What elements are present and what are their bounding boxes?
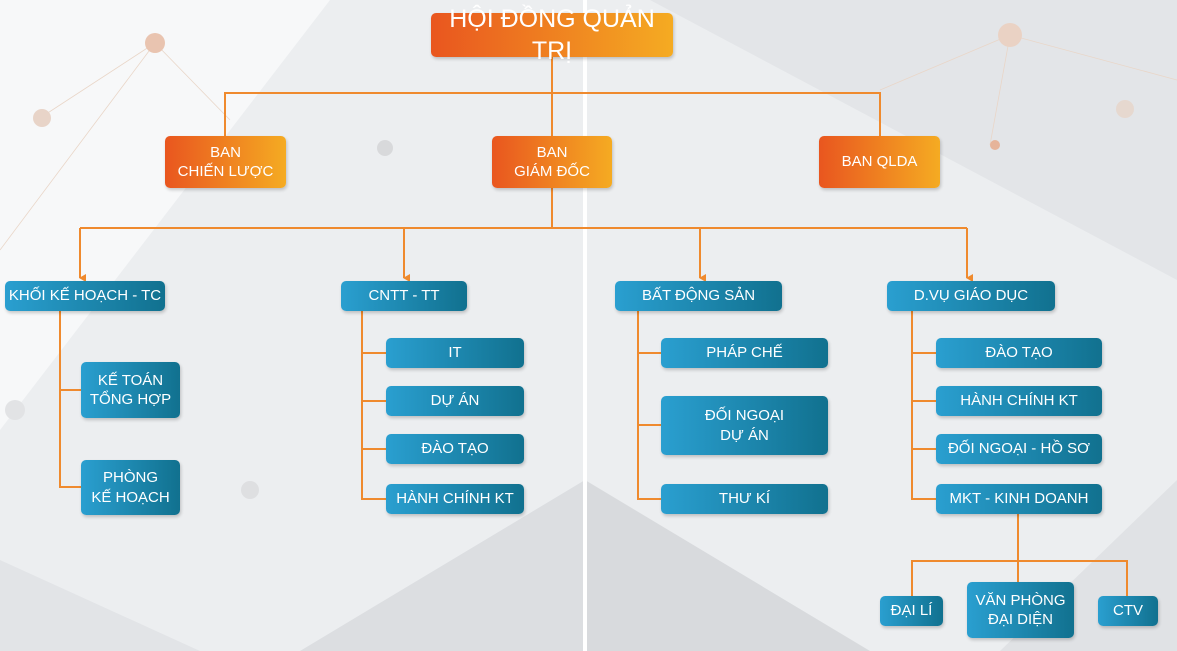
marketing-sales-box: MKT - KINH DOANH (936, 484, 1102, 514)
dept-box: DỰ ÁN (386, 386, 524, 416)
dept-box: HÀNH CHÍNH KT (936, 386, 1102, 416)
dept-box: PHÁP CHẾ (661, 338, 828, 368)
project-management-board-box: BAN QLDA (819, 136, 940, 188)
dept-box: ĐÀO TẠO (386, 434, 524, 464)
dept-box: THƯ KÍ (661, 484, 828, 514)
dept-box: HÀNH CHÍNH KT (386, 484, 524, 514)
dept-box: ĐÀO TẠO (936, 338, 1102, 368)
dept-box: PHÒNG KẾ HOẠCH (81, 460, 180, 515)
it-communications-division-box: CNTT - TT (341, 281, 467, 311)
real-estate-division-box: BẤT ĐỘNG SẢN (615, 281, 782, 311)
dept-box: IT (386, 338, 524, 368)
board-of-directors-box: HỘI ĐỒNG QUẢN TRỊ (431, 5, 673, 65)
representative-office-box: VĂN PHÒNG ĐẠI DIỆN (967, 582, 1074, 638)
dept-box: ĐỐI NGOẠI DỰ ÁN (661, 396, 828, 455)
executive-board-box: BAN GIÁM ĐỐC (492, 136, 612, 188)
dept-box: ĐỐI NGOẠI - HỒ SƠ (936, 434, 1102, 464)
planning-finance-division-box: KHỐI KẾ HOẠCH - TC (5, 281, 165, 311)
dept-box: KẾ TOÁN TỔNG HỢP (81, 362, 180, 418)
collaborator-box: CTV (1098, 596, 1158, 626)
education-services-division-box: D.VỤ GIÁO DỤC (887, 281, 1055, 311)
agent-box: ĐẠI LÍ (880, 596, 943, 626)
strategy-board-box: BAN CHIẾN LƯỢC (165, 136, 286, 188)
